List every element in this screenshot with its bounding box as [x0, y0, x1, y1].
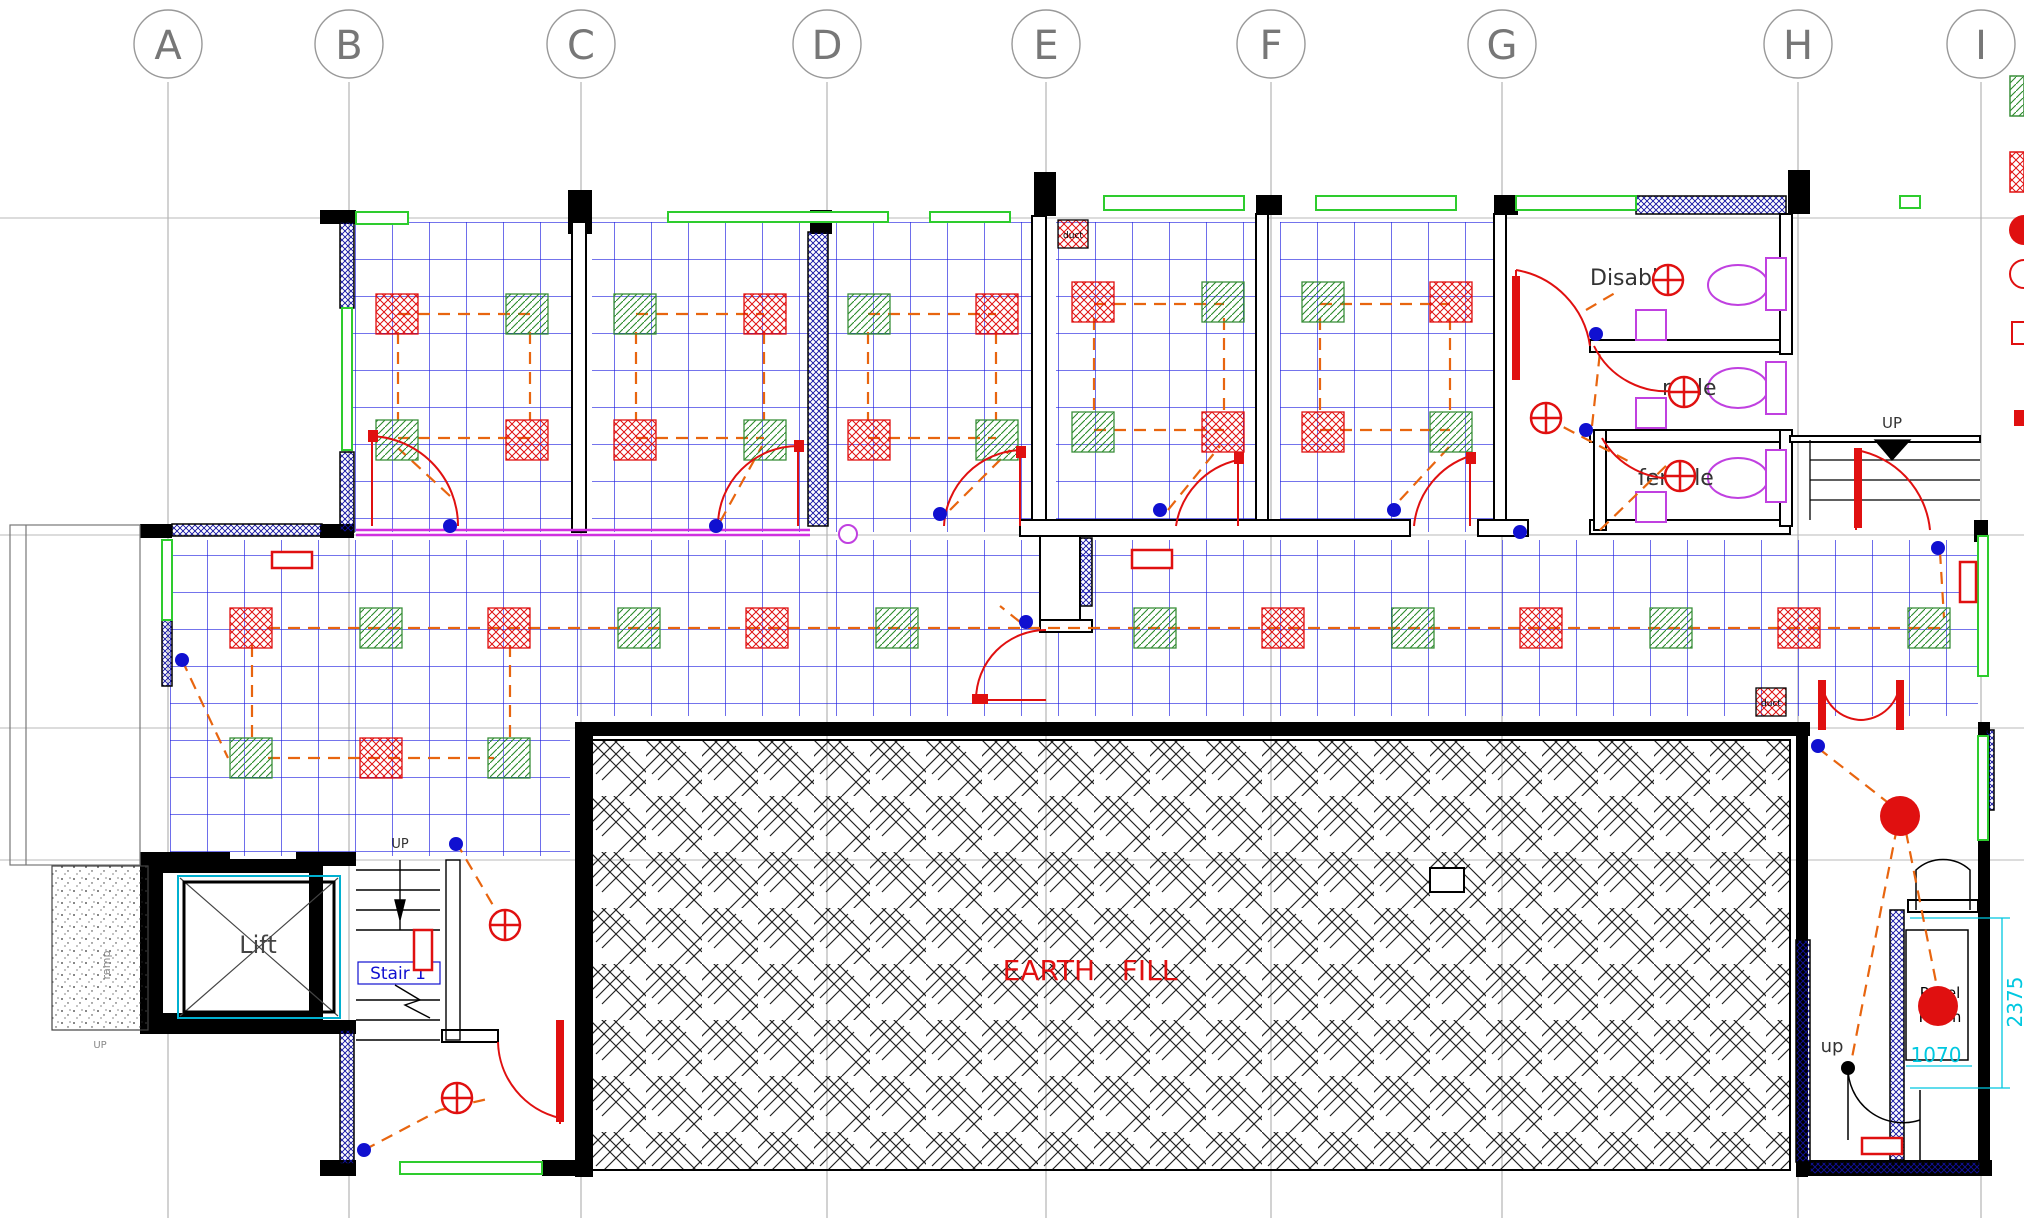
grid-bubble-e: [1011, 9, 1081, 79]
exit-signs: [270, 548, 1978, 1156]
grid-label-f: F: [1259, 23, 1282, 69]
lift-label: Lift: [239, 931, 276, 959]
legend-fragments: [2009, 75, 2024, 426]
ramp-up-label: UP: [93, 1040, 106, 1051]
earth-fill-label: EARTH FILL: [1003, 954, 1178, 987]
grid-bubble-f: [1236, 9, 1306, 79]
grid-label-d: D: [812, 23, 843, 69]
grid-bubble-a: [133, 9, 203, 79]
grid-bubble-i: [1946, 9, 2016, 79]
masonry-walls: [161, 195, 1995, 1175]
grid-bubble-b: [314, 9, 384, 79]
grid-label-h: H: [1783, 23, 1813, 69]
lighting-circuits: [181, 289, 1946, 1151]
earth-fill-area: [589, 739, 1791, 1171]
duct-label-2: duct: [1761, 699, 1781, 709]
grid-label-c: C: [567, 23, 595, 69]
grid-bubble-g: [1467, 9, 1537, 79]
duct-boxes: [1057, 219, 1787, 717]
glass-partition: [356, 528, 810, 537]
socket-symbols: [440, 263, 1701, 1115]
grid-label-g: G: [1487, 23, 1518, 69]
panel-room: [1847, 858, 1971, 1162]
door-frames: [368, 276, 1904, 1122]
dimension-width: 1070: [1911, 1043, 1962, 1067]
stair-1: [356, 859, 461, 1041]
ramp-label: ramp: [100, 951, 113, 980]
entrance-ramp: [9, 524, 149, 1031]
grid-label-e: E: [1033, 23, 1058, 69]
grid-bubble-c: [546, 9, 616, 79]
grid-label-b: B: [335, 23, 362, 69]
grid-bubble-d: [792, 9, 862, 79]
dimension-lines: [1906, 917, 2010, 1089]
light-fixtures-red: [229, 281, 1821, 779]
light-switches: [175, 327, 1945, 1157]
duct-label-1: duct: [1063, 231, 1083, 241]
grid-bubbles: [133, 9, 2016, 79]
dimension-height: 2375: [2003, 977, 2024, 1028]
lift-shaft: [149, 859, 341, 1027]
grid-bubble-h: [1763, 9, 1833, 79]
stair-label: Stair 1: [370, 964, 426, 984]
grid-label-a: A: [154, 23, 182, 69]
partition-walls: [441, 213, 1981, 1043]
windows: [161, 195, 1989, 1175]
up-right-label: UP: [1882, 414, 1902, 432]
grid-label-i: I: [1975, 23, 1987, 69]
stair-right: [1809, 439, 1980, 520]
pendant-lights: [1880, 796, 1958, 1026]
stair-up-label: UP: [391, 837, 409, 852]
toilet-fixtures: [838, 257, 1787, 544]
panel-up-label: up: [1821, 1036, 1844, 1057]
light-fixtures-green: [229, 281, 1951, 779]
